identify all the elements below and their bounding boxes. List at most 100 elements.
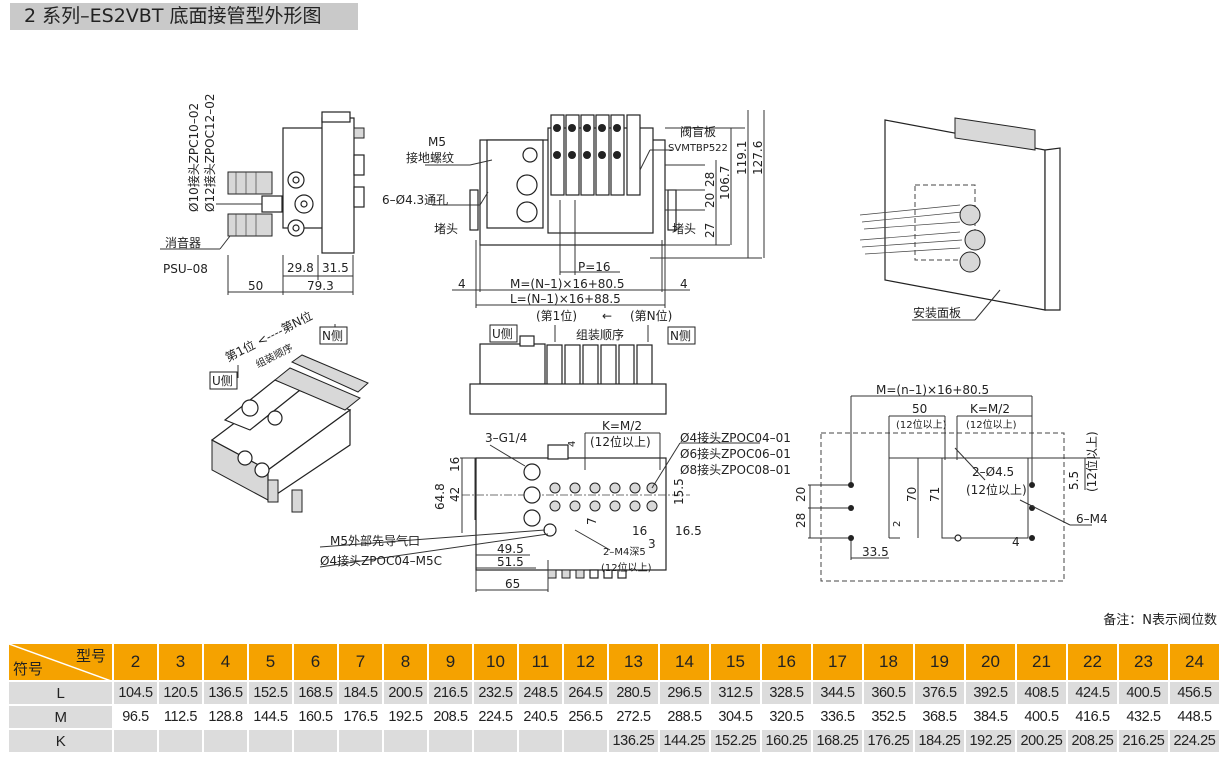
table-cell xyxy=(562,728,609,754)
table-cell: 312.5 xyxy=(709,680,762,706)
mounting-holes-label: 6–Ø4.3通孔 xyxy=(382,193,448,207)
fitting-12-label: Ø12接头ZPOC12–02 xyxy=(202,93,217,212)
u-side-label: U侧 xyxy=(212,374,233,388)
table-cell: 160.25 xyxy=(760,728,813,754)
dim-20: 20 xyxy=(703,193,717,208)
dim-106-7: 106.7 xyxy=(718,166,732,200)
table-cell: 200.5 xyxy=(382,680,429,706)
table-cell: 152.25 xyxy=(709,728,762,754)
table-cell: 160.5 xyxy=(292,704,339,730)
ground-thread-label: 接地螺纹 xyxy=(406,150,454,165)
k-note: (12位以上) xyxy=(590,434,651,449)
bottom-view-drawing: 3–G1/4 4 K=M/2 (12位以上) Ø4接头ZPOC04–01 Ø6接… xyxy=(319,419,791,592)
table-cell: 216.25 xyxy=(1117,728,1170,754)
table-cell xyxy=(337,728,384,754)
l-formula: L=(N–1)×16+88.5 xyxy=(510,292,621,306)
mount-dim-20: 20 xyxy=(794,487,808,502)
order-n-side-label: N侧 xyxy=(670,329,691,343)
model-column-header: 18 xyxy=(862,642,915,682)
mount-hole-label: 2–Ø4.5 xyxy=(972,465,1014,479)
table-cell: 232.5 xyxy=(472,680,519,706)
table-cell: 320.5 xyxy=(760,704,813,730)
blank-plate-label: 阀盲板 xyxy=(680,124,716,139)
table-cell xyxy=(427,728,474,754)
table-cell: 392.5 xyxy=(964,680,1017,706)
mount-dim-71: 71 xyxy=(928,487,942,502)
table-cell: 144.5 xyxy=(247,704,294,730)
table-cell: 176.25 xyxy=(862,728,915,754)
dim-4: 4 xyxy=(567,441,578,447)
m4-note: (12位以上) xyxy=(601,561,652,574)
table-cell: 272.5 xyxy=(607,704,660,730)
k-label: K=M/2 xyxy=(602,419,642,433)
table-cell: 384.5 xyxy=(964,704,1017,730)
table-cell: 336.5 xyxy=(811,704,864,730)
table-cell: 208.5 xyxy=(427,704,474,730)
mount-dim-50-note: (12位以上) xyxy=(896,418,947,431)
model-column-header: 24 xyxy=(1168,642,1221,682)
table-cell xyxy=(157,728,204,754)
dim-31-5: 31.5 xyxy=(322,261,349,275)
pilot-fitting-label: Ø4接头ZPOC04–M5C xyxy=(320,553,442,568)
pitch-label: P=16 xyxy=(578,260,611,274)
order-arrow-icon: ← xyxy=(602,309,612,323)
model-column-header: 10 xyxy=(472,642,519,682)
model-column-header: 9 xyxy=(427,642,474,682)
table-cell: 96.5 xyxy=(112,704,159,730)
table-cell: 168.25 xyxy=(811,728,864,754)
table-cell xyxy=(517,728,564,754)
table-cell: 416.5 xyxy=(1066,704,1119,730)
technical-drawings: Ø10接头ZPC10–02 Ø12接头ZPOC12–02 消音器 PSU–08 … xyxy=(160,93,1108,592)
dim-16-vertical: 16 xyxy=(448,457,462,472)
model-column-header: 13 xyxy=(607,642,660,682)
isometric-view-drawing: 第1位 <----第N位 组装顺序 N侧 U侧 xyxy=(209,308,369,513)
m5-label: M5 xyxy=(428,135,446,149)
mount-k-note: (12位以上) xyxy=(966,418,1017,431)
model-column-header: 23 xyxy=(1117,642,1170,682)
table-cell: 240.5 xyxy=(517,704,564,730)
mount-dim-28: 28 xyxy=(794,513,808,528)
fitting-4-label: Ø4接头ZPOC04–01 xyxy=(680,430,791,445)
mount-hole-note: (12位以上) xyxy=(966,482,1027,497)
dim-29-8: 29.8 xyxy=(287,261,314,275)
table-cell: 448.5 xyxy=(1168,704,1221,730)
footnote: 备注：N表示阀位数 xyxy=(1103,613,1217,628)
model-column-header: 6 xyxy=(292,642,339,682)
dim-49-5: 49.5 xyxy=(497,542,524,556)
table-cell: 136.25 xyxy=(607,728,660,754)
table-cell xyxy=(202,728,249,754)
model-column-header: 21 xyxy=(1015,642,1068,682)
table-cell: 176.5 xyxy=(337,704,384,730)
table-cell xyxy=(382,728,429,754)
model-column-header: 4 xyxy=(202,642,249,682)
table-cell: 256.5 xyxy=(562,704,609,730)
dim-127-6: 127.6 xyxy=(751,141,765,175)
table-cell: 328.5 xyxy=(760,680,813,706)
assembly-order-drawing: U侧 (第1位) ← (第N位) 组装顺序 N侧 xyxy=(469,308,696,415)
row-symbol: L xyxy=(7,680,114,706)
table-cell: 112.5 xyxy=(157,704,204,730)
model-column-header: 22 xyxy=(1066,642,1119,682)
dim-51-5: 51.5 xyxy=(497,555,524,569)
table-cell: 120.5 xyxy=(157,680,204,706)
table-cell: 168.5 xyxy=(292,680,339,706)
model-column-header: 2 xyxy=(112,642,159,682)
table-cell: 264.5 xyxy=(562,680,609,706)
fitting-8-label: Ø8接头ZPOC08–01 xyxy=(680,462,791,477)
model-column-header: 16 xyxy=(760,642,813,682)
mount-m-formula: M=(n–1)×16+80.5 xyxy=(876,383,989,397)
row-symbol: M xyxy=(7,704,114,730)
mount-m4-label: 6–M4 xyxy=(1076,512,1108,526)
nth-station-label: (第N位) xyxy=(630,308,672,323)
table-cell: 208.25 xyxy=(1066,728,1119,754)
fitting-10-label: Ø10接头ZPC10–02 xyxy=(186,103,201,212)
table-cell: 192.5 xyxy=(382,704,429,730)
table-cell xyxy=(472,728,519,754)
blank-plate-model: SVMTBP522 xyxy=(668,143,728,154)
mount-dim-5-5: 5.5 xyxy=(1067,471,1081,490)
dim-28: 28 xyxy=(703,172,717,187)
mount-dim-50: 50 xyxy=(912,402,927,416)
table-cell: 136.5 xyxy=(202,680,249,706)
